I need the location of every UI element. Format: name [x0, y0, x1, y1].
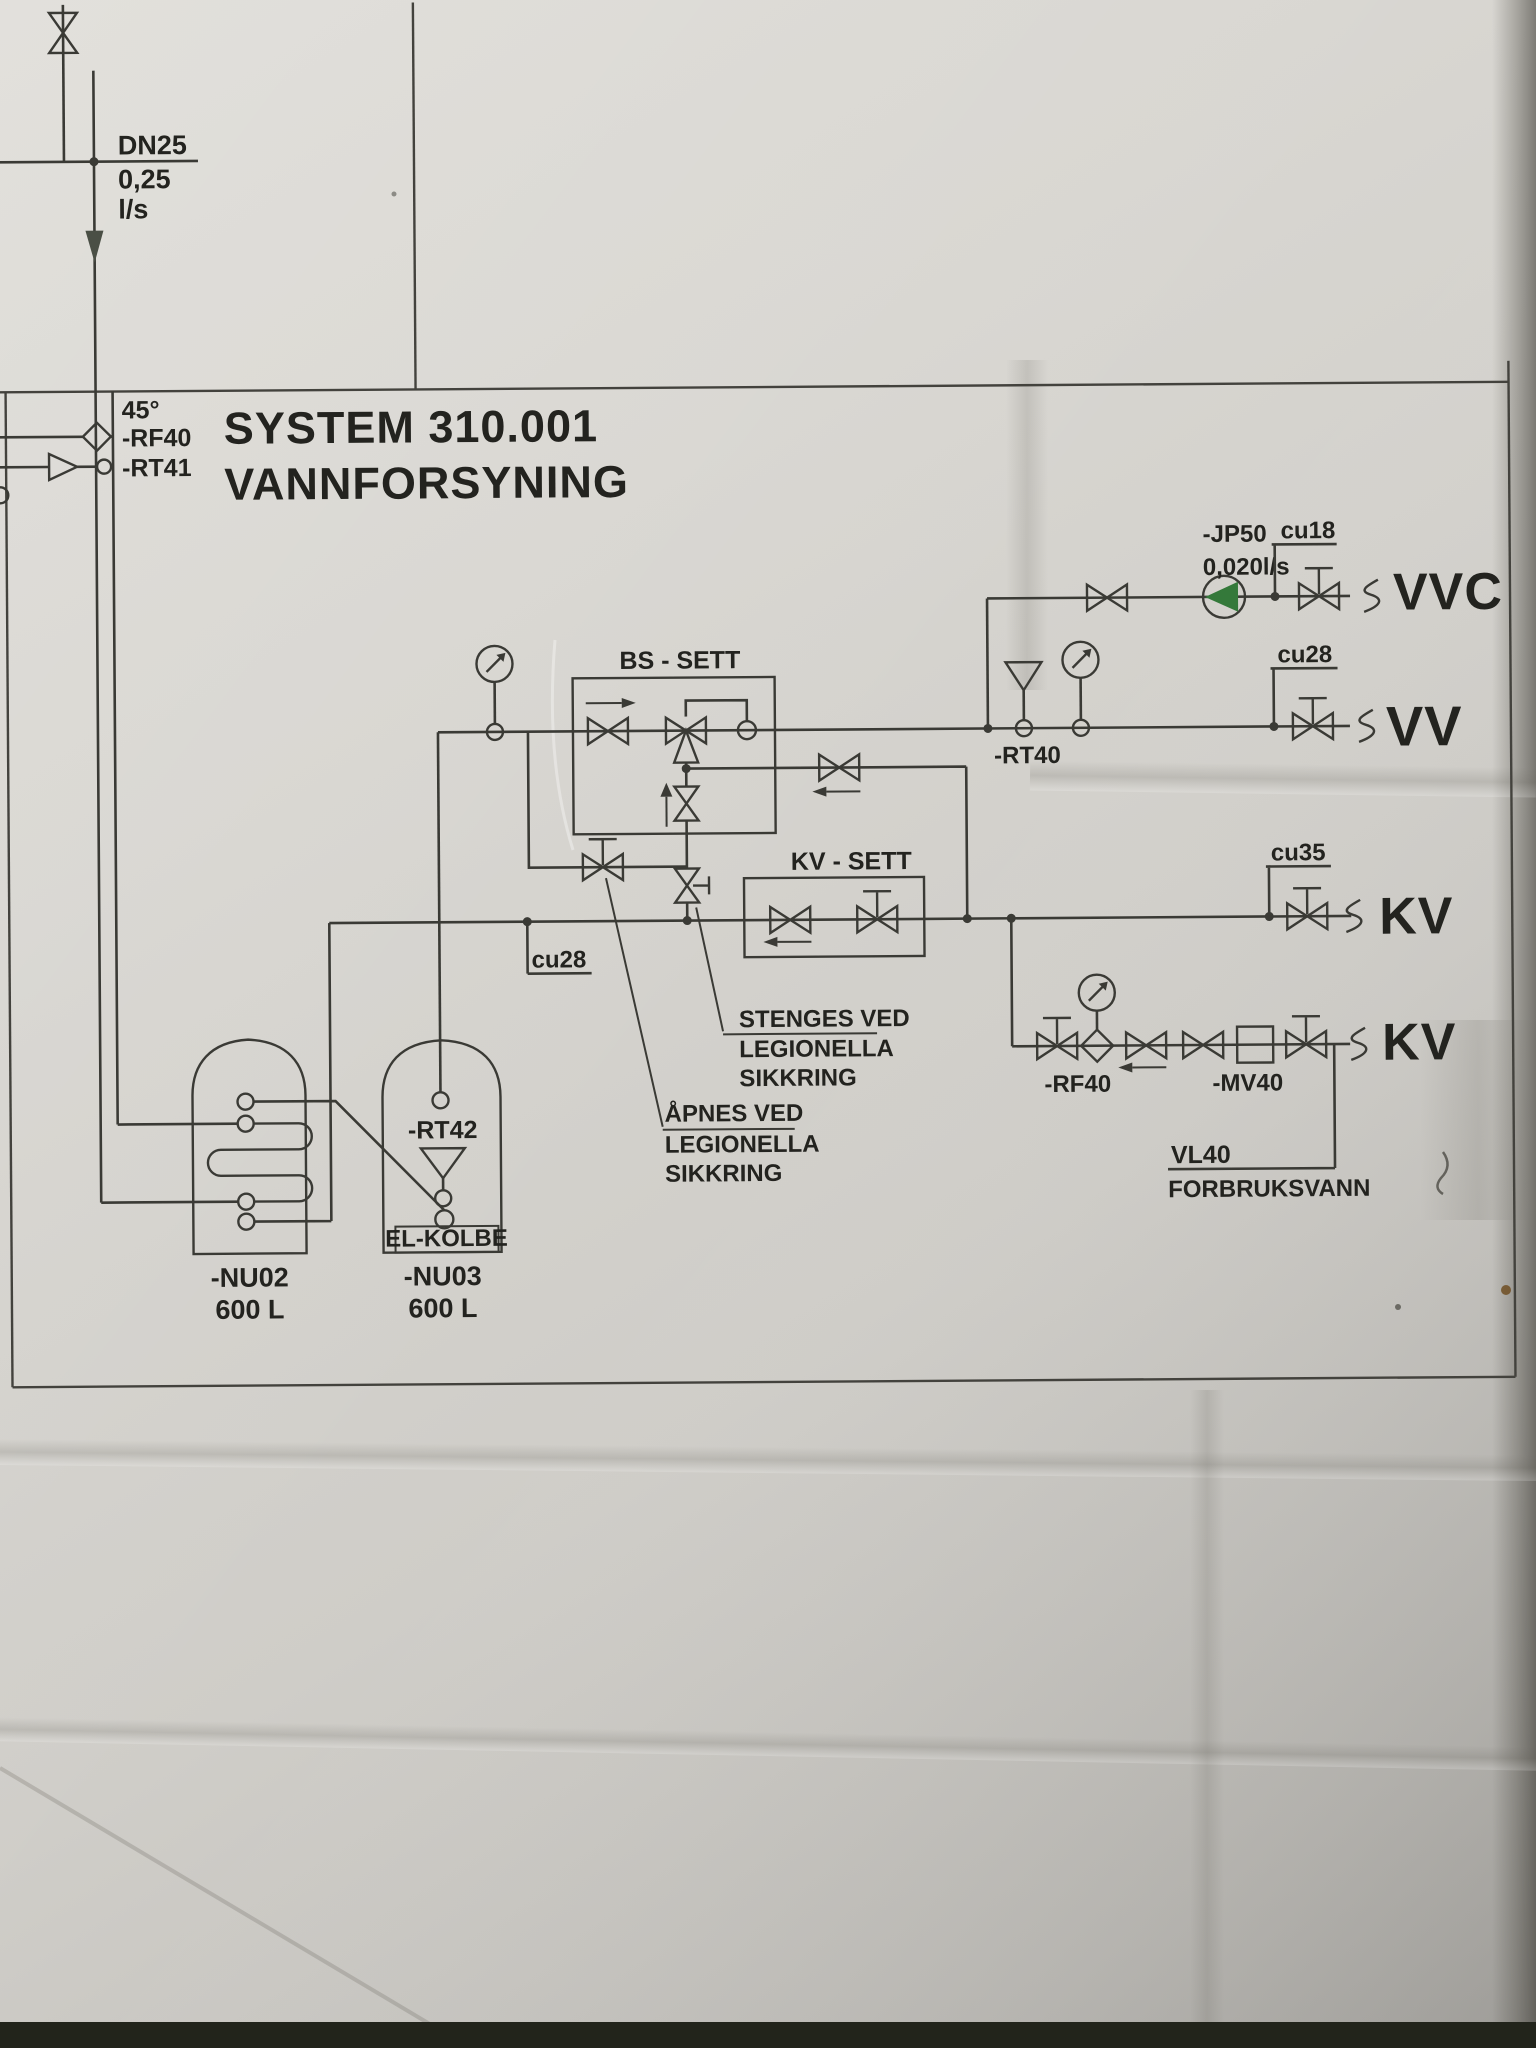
kv-main-line: cu28 KV - SETT cu35 KV: [254, 839, 1454, 1223]
paper-speck: [1395, 1304, 1401, 1310]
flow-arrow-left: [763, 936, 778, 947]
kv-forbruksvann-line: -RF40 -MV40 VL40 FORBRUKSVANN KV: [1009, 918, 1457, 1203]
flow-unit-label: l/s: [118, 194, 148, 224]
paper-crease: [1029, 760, 1536, 798]
temperature-sensor-icon: [418, 1146, 468, 1181]
bs-sett-assembly: BS - SETT: [526, 646, 969, 921]
flow-arrow-left: [812, 786, 827, 797]
legionella-close-valve-icon: [672, 867, 711, 904]
note-line: SIKKRING: [739, 1064, 857, 1092]
control-valve-icon: [47, 452, 80, 482]
inlet-fittings: 45° -RF40 -RT41: [0, 391, 238, 1126]
terminal-label-kv2: KV: [1382, 1013, 1457, 1072]
terminal-label-vv: VV: [1386, 694, 1463, 758]
paper-crease: [0, 1438, 1536, 1482]
kv-sett-assembly: KV - SETT: [742, 847, 926, 959]
line-description: FORBRUKSVANN: [1168, 1175, 1370, 1203]
line-tag: VL40: [1171, 1141, 1231, 1169]
water-meter-icon: [1235, 1025, 1275, 1064]
element-label: EL-KOLBE: [385, 1225, 508, 1253]
pipe-material-label: cu28: [531, 946, 586, 973]
flow-arrow-up: [660, 782, 673, 797]
filter-icon: [1079, 1028, 1115, 1064]
paper-stain: [1501, 1285, 1511, 1295]
connection-circle-icon: [95, 458, 113, 475]
vv-outlet: -RT40 cu28 VV: [994, 640, 1463, 769]
flow-arrow-right: [621, 698, 636, 709]
flow-arrow-down: [85, 230, 104, 263]
system-title: SYSTEM 310.001: [224, 400, 599, 454]
paper-speck: [391, 191, 397, 197]
element-label-box: [394, 1224, 500, 1254]
flow-rate-label: 0,25: [118, 164, 171, 194]
pipe-dimension-label: DN25: [118, 130, 187, 160]
tank-tag: -NU03: [404, 1261, 482, 1292]
pipe-material-label: cu18: [1280, 517, 1335, 544]
note-line: STENGES VED: [739, 1005, 910, 1033]
assembly-label: KV - SETT: [791, 847, 912, 876]
paper-tear-highlight: [550, 639, 575, 851]
backflow-preventer-icon: [81, 420, 113, 453]
note-line: SIKKRING: [665, 1160, 783, 1188]
pipe-material-label: cu28: [1277, 641, 1332, 668]
pump-tag: -JP50: [1202, 521, 1266, 548]
component-tag: -RF40: [122, 424, 192, 452]
photo-bottom-edge: [0, 2022, 1536, 2048]
system-subtitle: VANNFORSYNING: [224, 456, 629, 510]
heating-coil-icon: [206, 1122, 314, 1203]
note-line: LEGIONELLA: [665, 1131, 820, 1159]
terminal-label-vvc: VVC: [1393, 563, 1503, 622]
component-tag: -RT41: [122, 454, 192, 482]
tank-tag: -NU02: [211, 1262, 289, 1293]
circulation-pump-icon: [1201, 574, 1247, 620]
paper-crease: [1190, 1390, 1224, 2048]
vvc-circulation-line: -JP50 0,020l/s cu18 VVC: [983, 517, 1503, 733]
paper-crease: [1006, 360, 1048, 690]
sensor-bulb-icon: [736, 719, 758, 741]
paper-mark: [1436, 1151, 1449, 1196]
component-tag: -MV40: [1212, 1069, 1283, 1096]
flow-arrow-left: [1118, 1062, 1133, 1073]
storage-tank-nu03: -RT42 EL-KOLBE -NU03 600 L: [381, 1039, 508, 1324]
pipe-material-label: cu35: [1271, 839, 1326, 866]
pump-flow-label: 0,020l/s: [1203, 553, 1290, 581]
terminal-label-kv: KV: [1379, 887, 1454, 946]
note-line: LEGIONELLA: [739, 1035, 894, 1063]
storage-tank-nu02: -NU02 600 L: [191, 1038, 446, 1325]
paper-crease: [0, 1716, 1536, 1772]
legionella-open-valve-icon: [672, 785, 701, 822]
paper-wrinkle: [1420, 1020, 1536, 1220]
vv-main-line: [436, 644, 1350, 1093]
cold-feed-inlet: DN25 0,25 l/s: [0, 4, 239, 1204]
component-tag: -RT40: [994, 742, 1061, 769]
sensor-tag: -RT42: [408, 1116, 478, 1144]
valve-icon: [46, 11, 80, 55]
tank-volume: 600 L: [408, 1293, 477, 1323]
assembly-label: BS - SETT: [619, 646, 740, 675]
legionella-notes: STENGES VED LEGIONELLA SIKKRING ÅPNES VE…: [605, 877, 910, 1188]
component-tag: -RF40: [1044, 1071, 1111, 1098]
edge-connection-icon: [0, 486, 10, 505]
angle-label: 45°: [122, 396, 160, 424]
drawing-frame: [0, 2, 1517, 1389]
temperature-sensor-icon: [1003, 660, 1044, 693]
tank-volume: 600 L: [215, 1294, 284, 1324]
note-line: ÅPNES VED: [665, 1099, 804, 1128]
paper-crease: [0, 1766, 472, 2048]
